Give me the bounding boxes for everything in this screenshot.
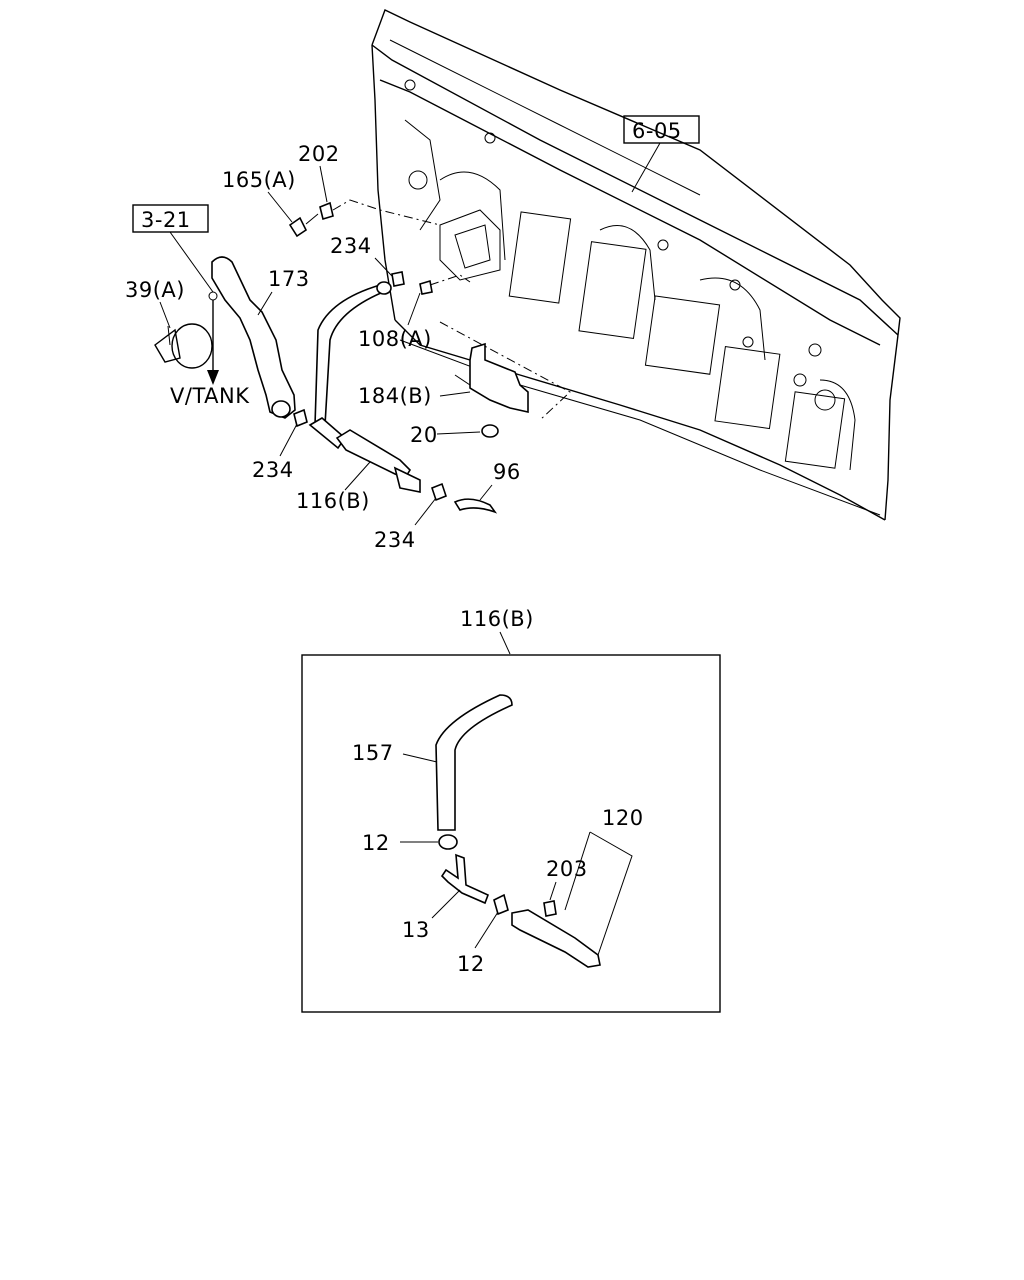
bracket-184b — [439, 321, 571, 421]
ref-3-21-callout: 3-21 — [132, 204, 214, 293]
callout-234-left: 234 — [252, 458, 294, 482]
callout-234-top: 234 — [330, 234, 372, 258]
ref-3-21-label: 3-21 — [141, 208, 191, 232]
detail-116b: 116(B) 157 120 12 203 13 12 — [301, 607, 721, 1013]
callout-v-tank: V/TANK — [170, 384, 250, 408]
detail-callout-13: 13 — [402, 918, 430, 942]
cab-front-panel — [371, 9, 901, 521]
bolt-108a — [419, 274, 471, 295]
detail-callout-203: 203 — [546, 857, 588, 881]
hose-assembly — [308, 281, 392, 450]
clamp-39a — [154, 323, 213, 369]
callout-202: 202 — [298, 142, 340, 166]
hose-173 — [211, 256, 296, 419]
callout-39a: 39(A) — [125, 278, 185, 302]
callout-96: 96 — [493, 460, 521, 484]
ref-6-05-label: 6-05 — [632, 119, 682, 143]
detail-title: 116(B) — [460, 607, 534, 631]
detail-callout-120: 120 — [602, 806, 644, 830]
callout-173: 173 — [268, 267, 310, 291]
callout-165a: 165(A) — [222, 168, 296, 192]
main-callouts: 202 165(A) 234 173 39(A) 108(A) V/TANK 1… — [125, 142, 521, 552]
nut-20 — [481, 424, 499, 438]
callout-20: 20 — [410, 423, 438, 447]
callout-234-bottom: 234 — [374, 528, 416, 552]
ref-6-05-callout: 6-05 — [623, 115, 700, 193]
callout-116b: 116(B) — [296, 489, 370, 513]
fasteners-top — [288, 199, 441, 238]
callout-108a: 108(A) — [358, 327, 432, 351]
detail-callout-157: 157 — [352, 741, 394, 765]
clamps-234 — [293, 271, 447, 502]
callout-184b: 184(B) — [358, 384, 432, 408]
part-116b-main — [335, 429, 421, 493]
detail-callout-12-top: 12 — [362, 831, 390, 855]
v-tank-arrow — [207, 291, 219, 385]
hose-96 — [453, 498, 498, 514]
detail-callout-12-bottom: 12 — [457, 952, 485, 976]
